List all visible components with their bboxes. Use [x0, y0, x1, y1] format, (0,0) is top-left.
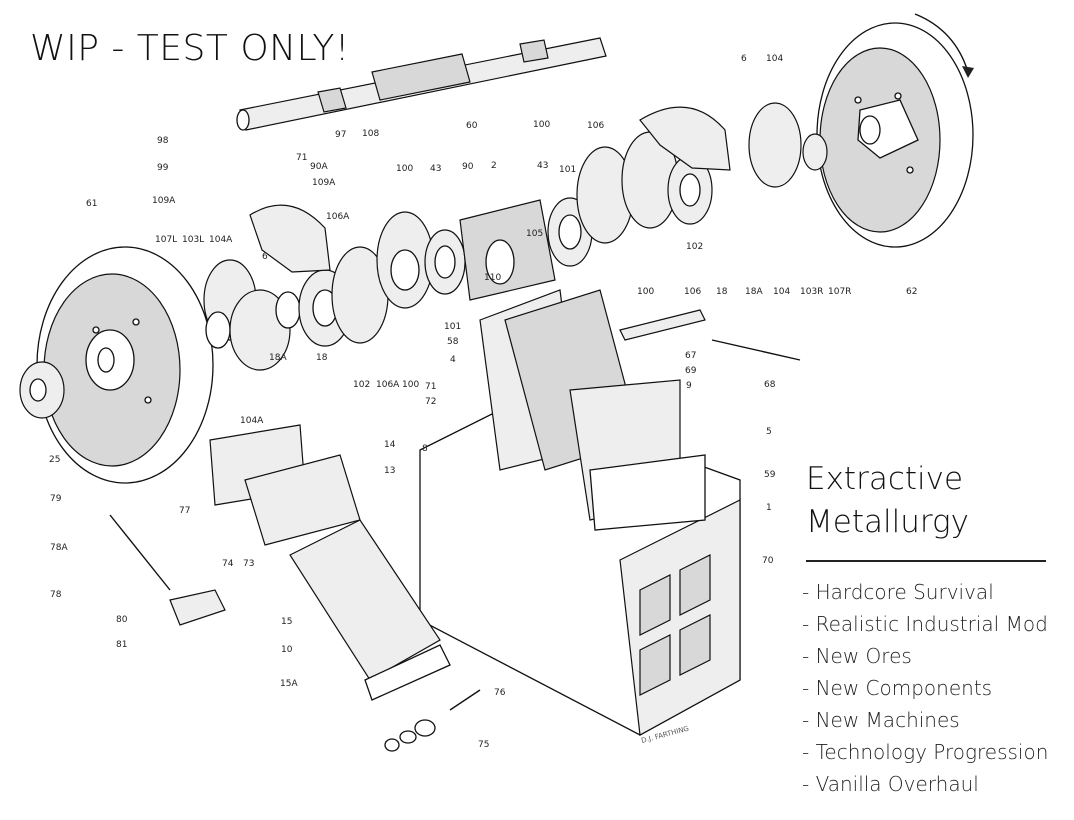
- part-label: 104: [766, 54, 783, 64]
- part-label: 61: [86, 199, 97, 209]
- part-label: 106: [587, 121, 604, 131]
- part-label: 104A: [240, 416, 264, 426]
- part-label: 101: [444, 322, 461, 332]
- main-shaft: [236, 37, 607, 131]
- part-label: 80: [116, 615, 128, 625]
- crusher-frame: [419, 289, 801, 736]
- part-label: 6: [262, 252, 268, 262]
- wip-watermark: WIP - TEST ONLY!: [30, 28, 350, 69]
- part-label: 108: [362, 129, 379, 139]
- part-label: 13: [384, 466, 395, 476]
- part-label: 79: [50, 494, 62, 504]
- part-label: 97: [335, 130, 346, 140]
- part-label: 15: [281, 617, 292, 627]
- part-label: 78: [50, 590, 62, 600]
- part-label: 103L: [182, 235, 204, 245]
- part-label: 73: [243, 559, 254, 569]
- part-label: 59: [764, 470, 776, 480]
- part-label: 43: [430, 164, 441, 174]
- part-label: 18: [716, 287, 728, 297]
- part-label: 100: [396, 164, 413, 174]
- part-label: 99: [157, 163, 169, 173]
- part-label: 70: [762, 556, 774, 566]
- part-label: 71: [425, 382, 436, 392]
- part-label: 74: [222, 559, 234, 569]
- part-label: 14: [384, 440, 396, 450]
- right-flywheel: [816, 13, 974, 248]
- part-label: 106A: [326, 212, 350, 222]
- part-label: 67: [685, 351, 696, 361]
- part-label: 2: [491, 161, 497, 171]
- part-label: 18A: [745, 287, 763, 297]
- part-label: 106A: [376, 380, 400, 390]
- part-label: 72: [425, 397, 436, 407]
- part-label: 100: [533, 120, 550, 130]
- feature-item: - Hardcore Survival: [802, 580, 994, 604]
- title-block: Extractive Metallurgy - Hardcore Surviva…: [802, 458, 1051, 800]
- part-label: 104: [773, 287, 790, 297]
- part-label: 103R: [800, 287, 823, 297]
- part-label: 110: [484, 273, 501, 283]
- part-label: 18: [316, 353, 328, 363]
- feature-item: - New Ores: [802, 644, 912, 668]
- feature-item: - Vanilla Overhaul: [802, 772, 979, 796]
- title-line-1: Extractive: [806, 461, 964, 497]
- toggle-parts: [109, 424, 481, 752]
- part-label: 25: [49, 455, 60, 465]
- part-label: 107R: [828, 287, 851, 297]
- part-label: 102: [686, 242, 703, 252]
- part-label: 5: [766, 427, 772, 437]
- feature-item: - New Machines: [802, 708, 960, 732]
- feature-item: - Realistic Industrial Mod: [802, 612, 1048, 636]
- part-label: 60: [466, 121, 478, 131]
- part-label: 109A: [152, 196, 176, 206]
- part-label: 75: [478, 740, 489, 750]
- title-divider: [806, 560, 1046, 562]
- feature-list: - Hardcore Survival - Realistic Industri…: [802, 576, 1051, 800]
- part-label: 68: [764, 380, 776, 390]
- feature-item: - New Components: [802, 676, 993, 700]
- part-label: 101: [559, 165, 576, 175]
- part-label: 18A: [269, 353, 287, 363]
- part-label: 10: [281, 645, 293, 655]
- part-label: 100: [402, 380, 419, 390]
- part-label: 106: [684, 287, 701, 297]
- part-label: 104A: [209, 235, 233, 245]
- part-label: 4: [450, 355, 456, 365]
- part-label: 1: [766, 503, 772, 513]
- title-line-2: Metallurgy: [806, 504, 969, 540]
- part-label: 78A: [50, 543, 68, 553]
- part-label: 77: [179, 506, 190, 516]
- part-label: 76: [494, 688, 506, 698]
- bearing-assemblies: [203, 102, 828, 371]
- part-label: 100: [637, 287, 654, 297]
- part-label: 62: [906, 287, 917, 297]
- part-label: 102: [353, 380, 370, 390]
- part-label: 58: [447, 337, 459, 347]
- part-label: 98: [157, 136, 169, 146]
- part-label: 109A: [312, 178, 336, 188]
- part-label: 69: [685, 366, 697, 376]
- part-label: 15A: [280, 679, 298, 689]
- part-label: 9: [686, 381, 692, 391]
- part-labels: 60 98 97 108 99 71 90A 109A 109A 100 43 …: [49, 54, 917, 750]
- part-label: 107L: [155, 235, 177, 245]
- part-label: 90: [462, 162, 474, 172]
- part-label: 71: [296, 153, 307, 163]
- feature-item: - Technology Progression: [802, 740, 1049, 764]
- part-label: 81: [116, 640, 127, 650]
- part-label: 8: [422, 444, 428, 454]
- part-label: 105: [526, 229, 543, 239]
- part-label: 90A: [310, 162, 328, 172]
- part-label: 6: [741, 54, 747, 64]
- left-flywheel: [19, 246, 214, 484]
- part-label: 43: [537, 161, 548, 171]
